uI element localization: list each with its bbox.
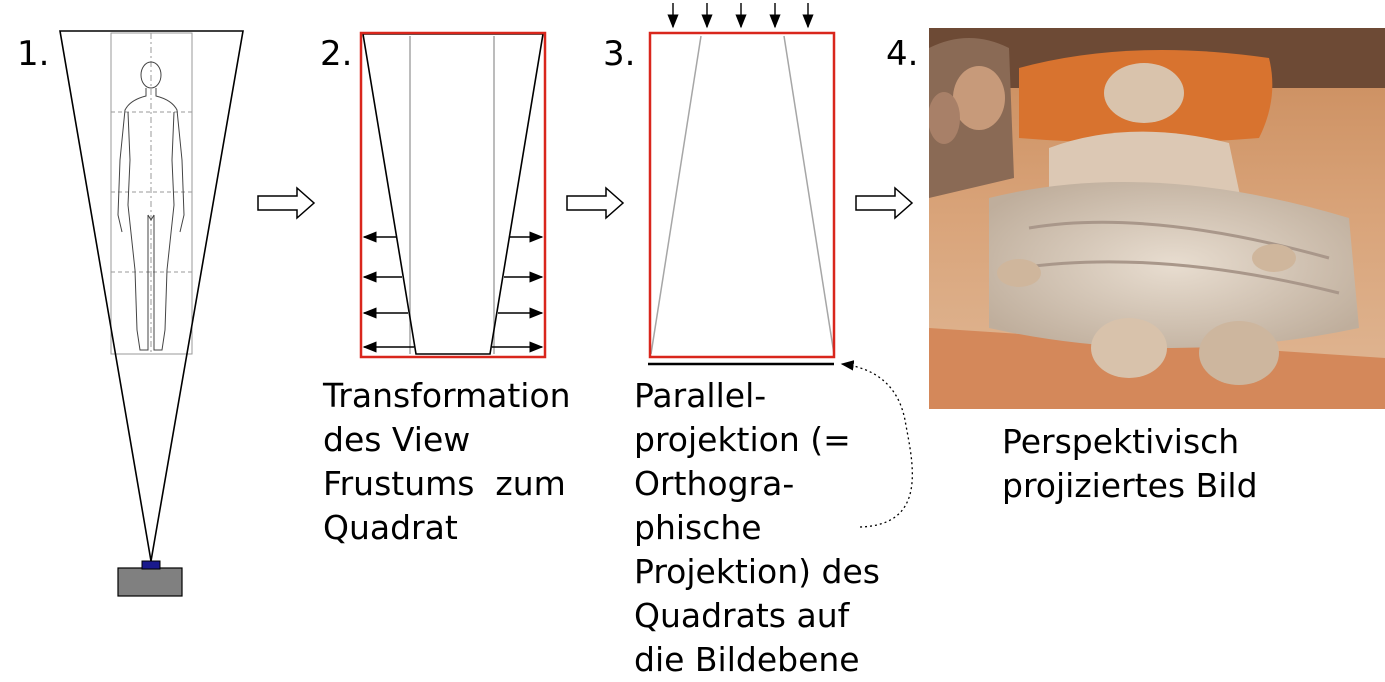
parallel-projection-step3 xyxy=(648,3,913,528)
stretch-arrows-right xyxy=(492,231,544,353)
arrow-step3-to-step4 xyxy=(855,186,914,220)
human-figure xyxy=(117,61,185,351)
frustum-being-transformed xyxy=(362,33,544,355)
camera-lens xyxy=(141,560,161,570)
transformation-step2 xyxy=(359,31,547,359)
view-frustum-step1 xyxy=(59,30,244,597)
arrow-step1-to-step2 xyxy=(257,186,316,220)
step-3-number: 3. xyxy=(603,34,636,74)
unit-square-step3 xyxy=(648,31,836,359)
step-2-caption: Transformation des View Frustums zum Qua… xyxy=(323,376,571,547)
step-3-caption: Parallel- projektion (= Orthogra- phisch… xyxy=(634,376,880,679)
figure-guide-grid xyxy=(110,32,193,355)
camera-body xyxy=(117,567,183,597)
perspective-painting-image xyxy=(929,28,1385,409)
step-4-caption: Perspektivisch projiziertes Bild xyxy=(1002,422,1258,505)
frustum-outline xyxy=(59,30,244,562)
step-2-number: 2. xyxy=(320,34,353,74)
target-square-step2 xyxy=(359,31,547,359)
stretch-arrows-left xyxy=(362,231,414,353)
dotted-pointer-to-image-plane xyxy=(840,360,913,528)
painting-illustration xyxy=(929,28,1385,409)
projection-direction-arrows xyxy=(667,3,814,29)
step-1-number: 1. xyxy=(17,34,50,74)
arrow-step2-to-step3 xyxy=(566,186,625,220)
step-4-number: 4. xyxy=(886,34,919,74)
